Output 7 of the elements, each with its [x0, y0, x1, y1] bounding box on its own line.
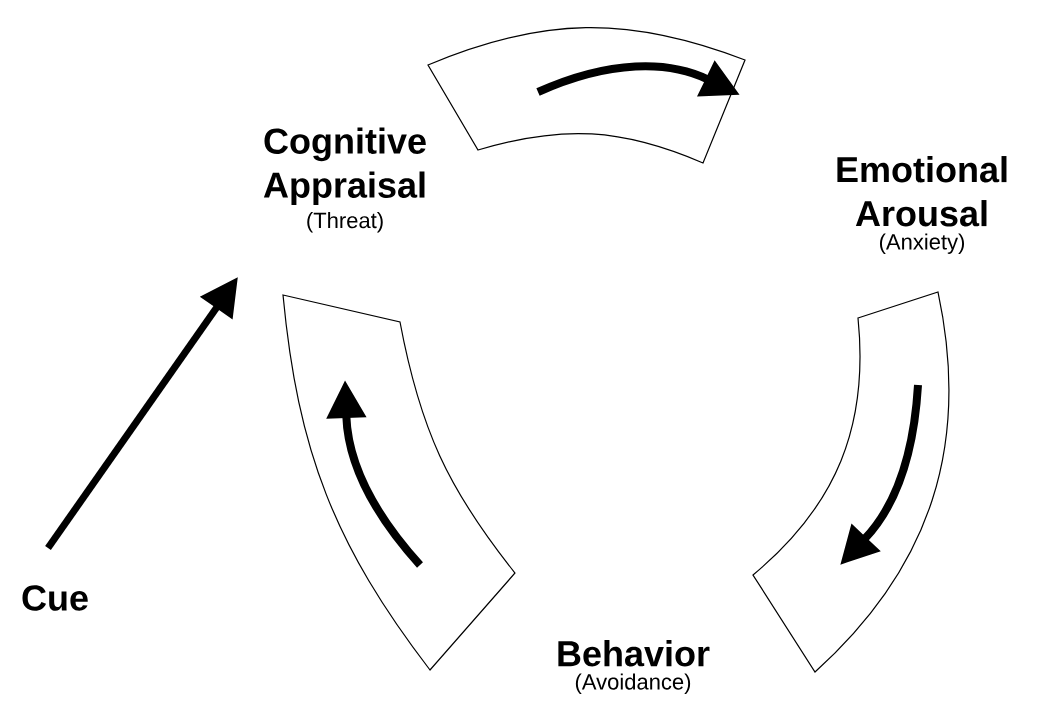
node-label: Cognitive Appraisal (Threat) [263, 127, 426, 233]
node-label: Cue [22, 585, 88, 611]
arc-band [282, 294, 516, 671]
arc-band [752, 291, 950, 673]
node-label: Emotional Arousal (Anxiety) [837, 156, 1007, 254]
node-label: Behavior (Avoidance) [558, 640, 710, 694]
arc-band [427, 27, 746, 164]
